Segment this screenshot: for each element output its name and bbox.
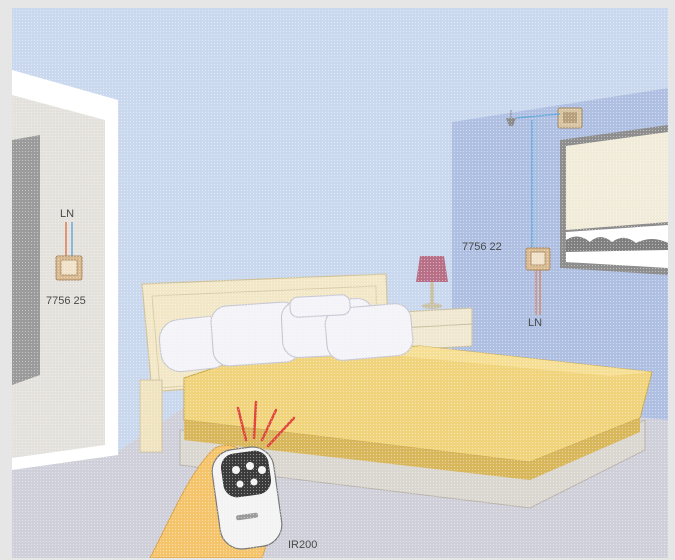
remote-model-label: IR200	[288, 539, 317, 551]
left-switch-code-label: 7756 25	[46, 295, 86, 307]
left-wire-label: LN	[60, 208, 74, 220]
halftone-overlay	[12, 8, 668, 558]
right-switch-code-label: 7756 22	[462, 241, 502, 253]
right-wire-label: LN	[528, 317, 542, 329]
